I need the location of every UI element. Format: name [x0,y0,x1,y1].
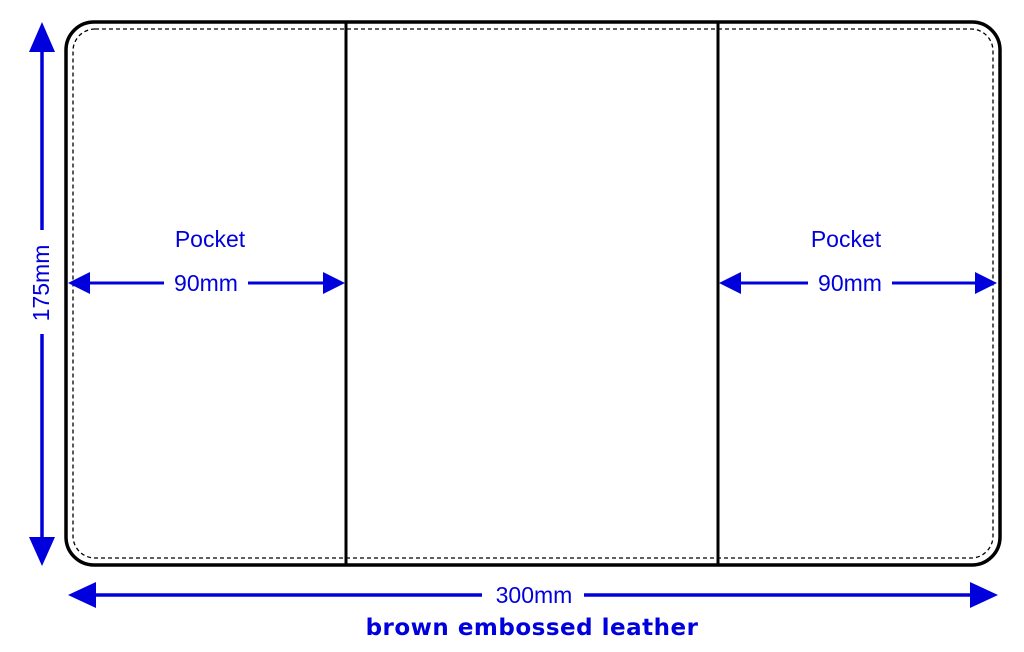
right-pocket-width-value: 90mm [818,270,882,296]
left-pocket-label: Pocket [175,226,246,252]
right-pocket-label: Pocket [811,226,882,252]
material-caption: brown embossed leather [366,615,699,641]
width-value: 300mm [496,582,573,608]
width-dimension [68,582,998,608]
left-pocket-width-value: 90mm [174,270,238,296]
height-value: 175mm [28,245,54,322]
right-pocket-width-dimension [719,272,997,294]
leather-outline [64,20,1002,567]
height-dimension [29,22,55,566]
stitching-line [72,28,994,559]
left-pocket-width-dimension [68,272,345,294]
